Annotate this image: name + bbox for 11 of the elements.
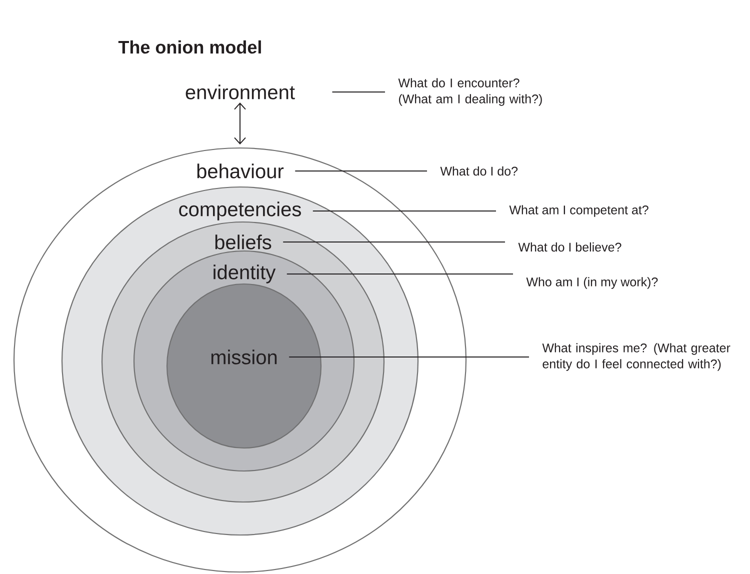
question-text: What do I encounter? (What am I dealing with?)	[398, 78, 542, 106]
layer-label: environment	[186, 84, 295, 100]
leader-line	[288, 356, 530, 358]
title: The onion model	[118, 40, 261, 54]
question-text: What am I competent at?	[509, 205, 648, 217]
question-text: What do I believe?	[518, 242, 622, 252]
question-text: Who am I (in my work)?	[526, 277, 658, 289]
leader-line	[312, 210, 496, 212]
double-arrow	[234, 102, 246, 144]
leader-line	[294, 170, 428, 172]
question-text: What inspires me? (What greater entity do I feel connected with?)	[542, 343, 730, 371]
